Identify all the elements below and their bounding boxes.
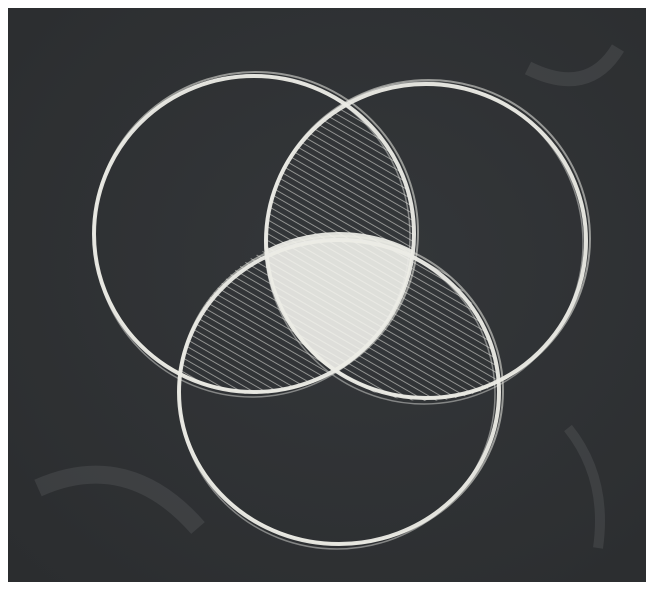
chalkboard: [8, 8, 646, 582]
venn-diagram: [8, 8, 646, 582]
